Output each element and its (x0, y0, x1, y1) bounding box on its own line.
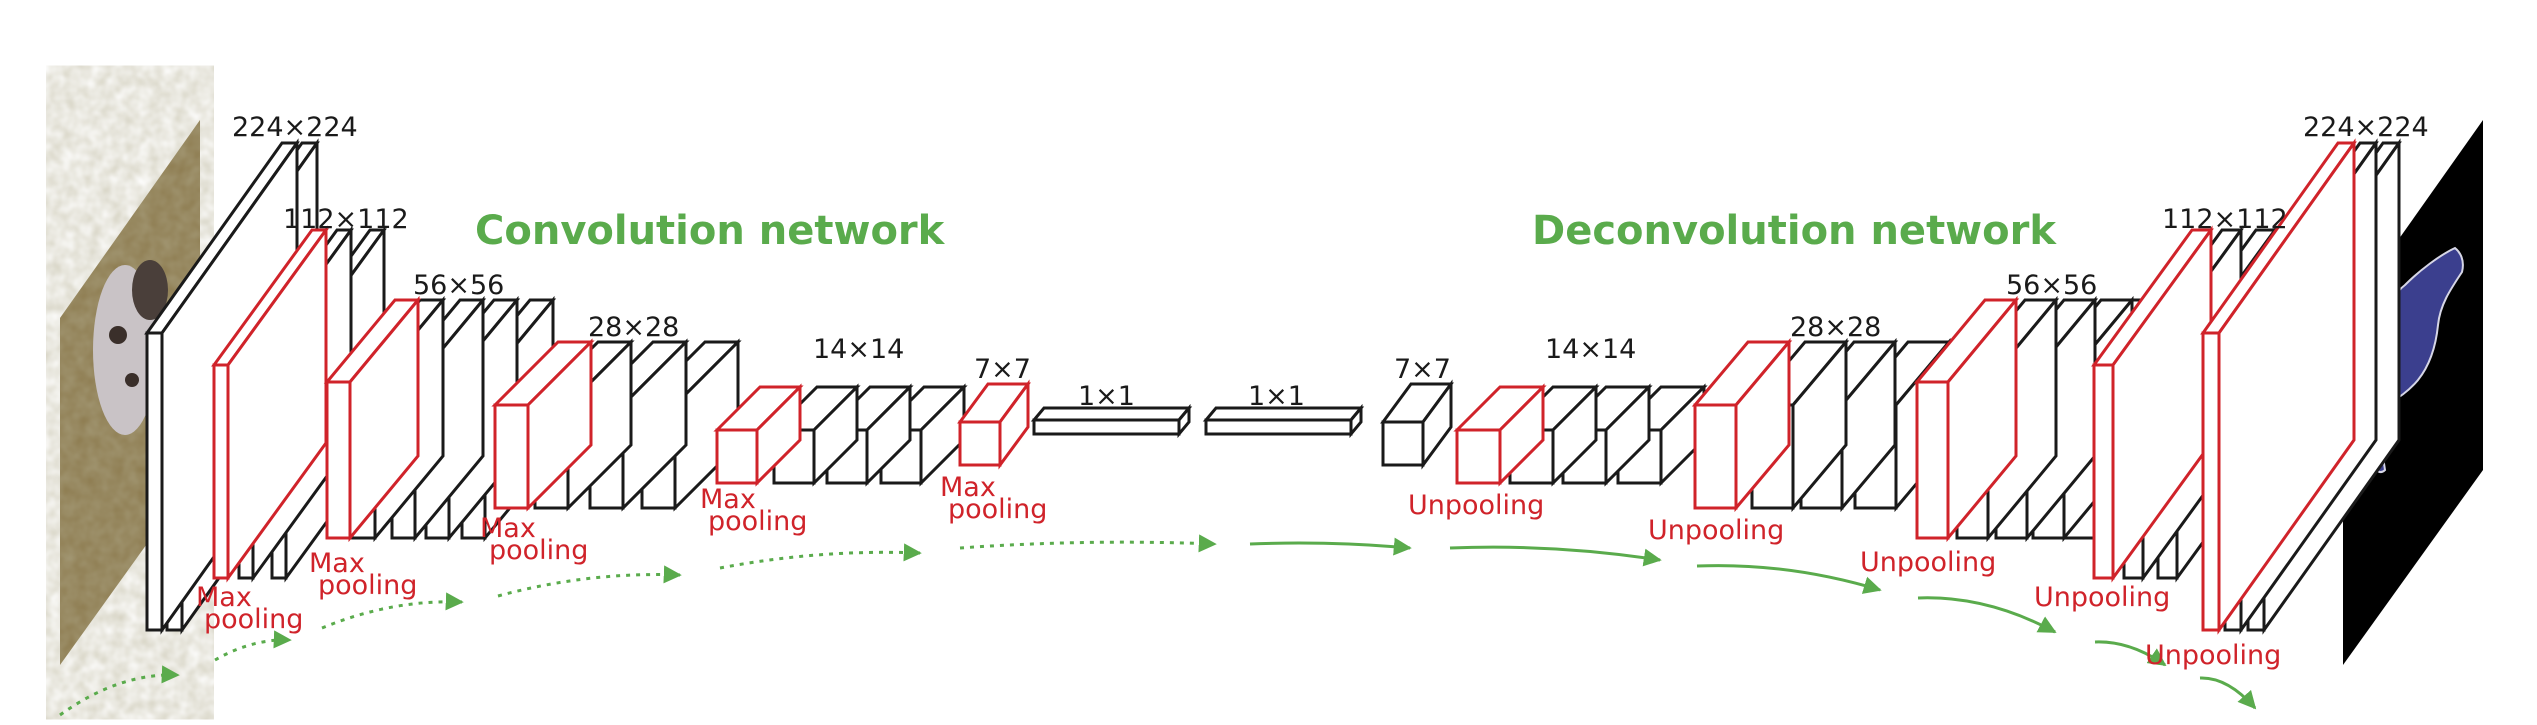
dim-label-224-right: 224×224 (2303, 112, 2429, 143)
deconv-arrow-7 (1249, 537, 1412, 556)
dec-1-block-1 (1202, 403, 1365, 439)
dec-7-block-1 (1380, 379, 1454, 470)
deconv-title: Deconvolution network (1532, 208, 2057, 254)
dim-label-7-left: 7×7 (974, 354, 1031, 385)
dim-label-28-left: 28×28 (588, 312, 679, 343)
max-label-2: Max (309, 548, 365, 579)
dim-label-7-right: 7×7 (1394, 354, 1451, 385)
input-image (60, 120, 200, 665)
pooling-label-4: pooling (708, 506, 807, 537)
unpooling-label-4: Unpooling (2034, 582, 2170, 613)
enc-112-block-1-pool (211, 225, 329, 583)
deconv-arrow-9 (1696, 564, 1882, 594)
pooling-label-2: pooling (318, 570, 417, 601)
dec-224-block-1-pool (2200, 138, 2357, 635)
unpooling-label-3: Unpooling (1860, 547, 1996, 578)
enc-56-block-1-pool (323, 295, 422, 543)
enc-1-block-1 (1030, 403, 1193, 439)
layer-blocks (144, 138, 2402, 635)
unpooling-label-5: Unpooling (2145, 640, 2281, 671)
dec-14-block-1-pool (1453, 383, 1547, 487)
dim-label-224-left: 224×224 (232, 112, 358, 143)
enc-7-block-1-pool (957, 379, 1031, 470)
deconv-arrow-10 (1917, 596, 2057, 634)
dim-label-56-left: 56×56 (413, 270, 504, 301)
dim-label-1-left: 1×1 (1078, 381, 1135, 412)
max-label-3: Max (480, 513, 536, 544)
conv-arrow-2 (214, 630, 292, 662)
max-label-4: Max (700, 484, 756, 515)
dim-label-112-right: 112×112 (2162, 204, 2288, 235)
deconv-arrow-8 (1449, 545, 1662, 567)
enc-28-block-1-pool (491, 338, 595, 512)
max-label-1: Max (196, 582, 252, 613)
dim-label-14-right: 14×14 (1545, 334, 1636, 365)
deconv-arrow-11 (2094, 640, 2167, 667)
dim-label-112-left: 112×112 (283, 204, 409, 235)
dec-56-block-1-pool (1913, 295, 2020, 543)
enc-14-block-1-pool (713, 383, 804, 487)
dec-28-block-1-pool (1691, 337, 1793, 513)
dim-label-14-left: 14×14 (813, 334, 904, 365)
unpooling-label-2: Unpooling (1648, 515, 1784, 546)
conv-arrow-3 (321, 592, 464, 630)
pooling-label-5: pooling (948, 494, 1047, 525)
conv-title: Convolution network (475, 208, 946, 254)
flow-arrows (59, 534, 2257, 717)
max-label-5: Max (940, 472, 996, 503)
conv-arrow-1 (59, 665, 180, 717)
deconv-arrow-12 (2199, 676, 2257, 710)
pooling-label-3: pooling (489, 535, 588, 566)
conv-arrow-4 (497, 565, 682, 598)
conv-arrow-5 (719, 543, 922, 570)
dim-label-28-right: 28×28 (1790, 312, 1881, 343)
pooling-label-1: pooling (204, 604, 303, 635)
dim-label-56-right: 56×56 (2006, 270, 2097, 301)
dim-label-1-right: 1×1 (1248, 381, 1305, 412)
dec-112-block-1-pool (2091, 225, 2214, 583)
unpooling-label-1: Unpooling (1408, 490, 1544, 521)
conv-arrow-6 (959, 534, 1217, 553)
